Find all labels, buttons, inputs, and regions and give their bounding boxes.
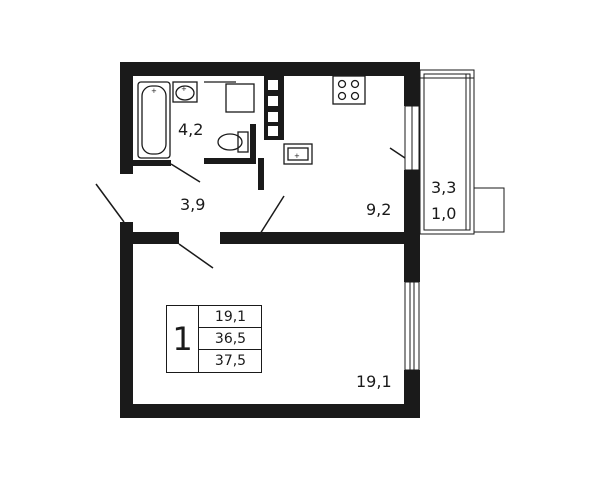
toilet [217,131,249,153]
legend-total-area: 36,5 [199,328,262,350]
bathroom-door-leaf [170,163,201,183]
left-wall-upper [120,62,133,174]
bathroom-area: 4,2 [178,120,204,139]
living-door-leaf [178,243,214,269]
outer-walls [120,62,420,418]
bathroom-bottom-wall [133,160,171,166]
living-top-wall-left [133,232,179,244]
living-top-wall-right [220,232,406,244]
sink: + [172,81,198,103]
right-wall-bottom [404,370,420,418]
room-count: 1 [167,306,199,372]
svg-text:+: + [294,152,300,160]
svg-text:+: + [151,87,157,95]
area-legend: 1 19,1 36,5 37,5 [166,305,262,373]
washing-machine [204,81,255,113]
loggia-area: 3,3 [431,178,457,197]
doors [95,147,409,269]
kitchen-area: 9,2 [366,200,392,219]
left-wall-lower [120,222,133,418]
living-room-area: 19,1 [356,372,392,391]
kitchen-door-leaf [259,195,285,235]
right-wall-mid [404,170,420,282]
loggia-reduced-area: 1,0 [431,204,457,223]
legend-living-area: 19,1 [199,306,262,328]
loggia-cabinet [473,187,505,233]
legend-total-with-loggia: 37,5 [214,353,247,369]
bathtub: + [137,81,171,159]
bottom-wall [120,404,420,418]
loggia [419,69,505,235]
svg-text:+: + [181,85,187,93]
living-window [404,281,420,371]
bathroom-bottom-wall-right [204,158,250,164]
bathroom-right-wall [250,124,256,164]
top-wall [120,62,420,76]
partition-stub [258,158,264,190]
right-wall-top [404,62,420,106]
hallway-area: 3,9 [180,195,206,214]
interior-walls [133,76,406,244]
entrance-door-leaf [95,183,125,223]
stove [332,75,366,105]
kitchen-sink: + [283,143,313,165]
shaft-block [264,76,284,140]
vent-shaft [268,80,278,136]
windows [404,105,420,371]
